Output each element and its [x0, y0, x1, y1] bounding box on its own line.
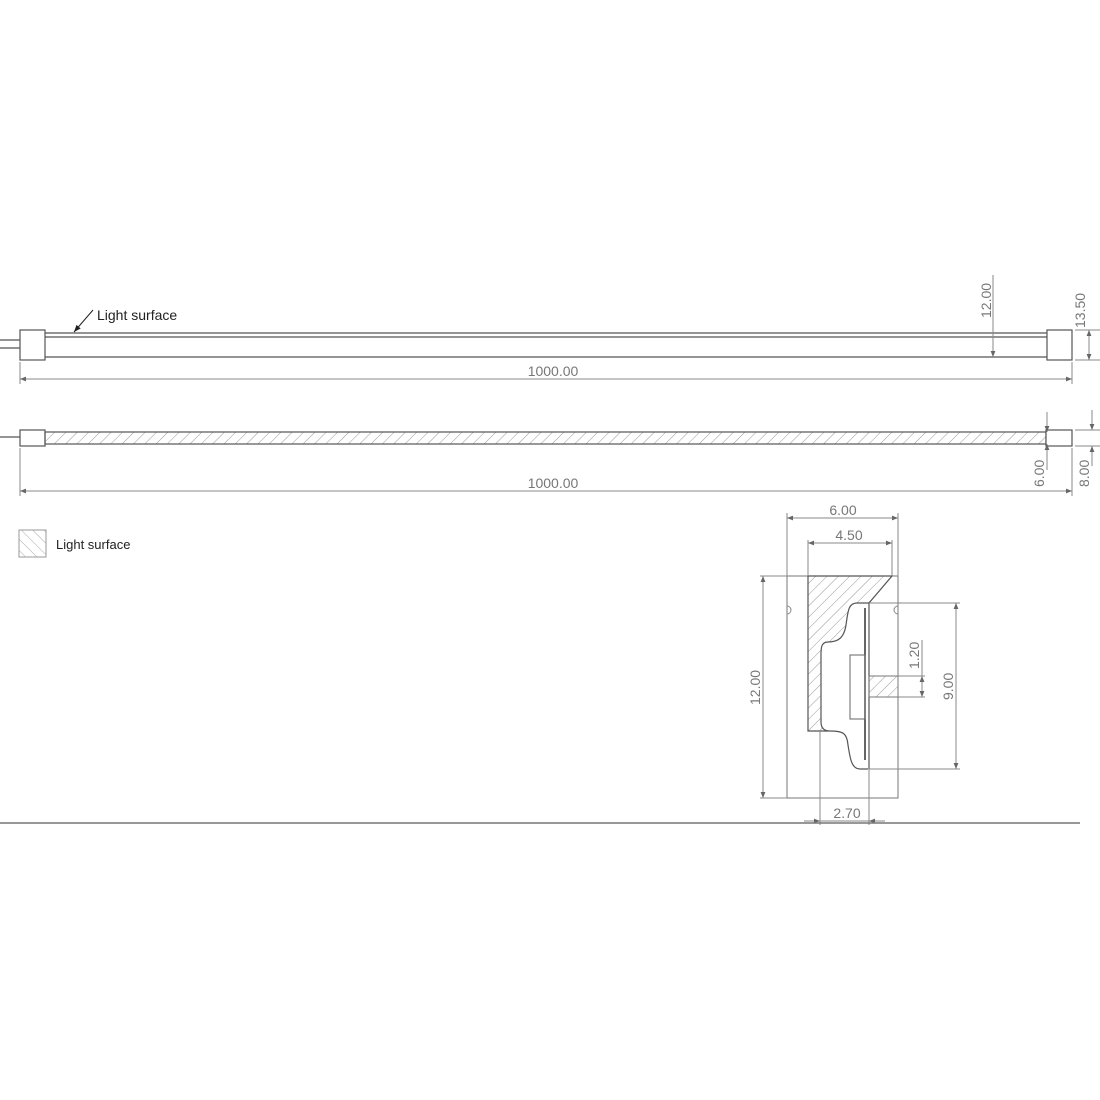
- led-thickness-dimension: 1.20: [906, 642, 922, 669]
- diffuser-profile: [807, 575, 894, 732]
- endcap-height-dimension: 13.50: [1072, 293, 1088, 328]
- light-surface-annotation: Light surface: [97, 307, 177, 323]
- total-height-dimension: 12.00: [747, 670, 763, 705]
- left-endcap: [19, 329, 46, 361]
- base-width-dimension: 2.70: [833, 805, 860, 821]
- left-endcap: [19, 429, 46, 447]
- led-chip: [849, 654, 866, 720]
- legend: Light surface: [18, 529, 130, 558]
- right-endcap: [1045, 429, 1073, 447]
- side-view: 1000.00 6.00 8.00: [0, 410, 1100, 496]
- legend-label: Light surface: [56, 537, 130, 552]
- height-dimension: 12.00: [978, 283, 994, 318]
- right-endcap: [1046, 329, 1073, 361]
- length-dimension: 1000.00: [528, 363, 579, 379]
- height-dimension: 6.00: [1031, 460, 1047, 487]
- cross-section: 6.00 4.50 12.00 9.00 1.20 2.70: [747, 502, 960, 825]
- led-component: [868, 675, 899, 698]
- total-width-dimension: 6.00: [829, 502, 856, 518]
- length-dimension: 1000.00: [528, 475, 579, 491]
- pcb-height-dimension: 9.00: [940, 673, 956, 700]
- light-surface-hatched-strip: [44, 431, 1047, 445]
- endcap-height-dimension: 8.00: [1076, 460, 1092, 487]
- top-view: Light surface 1000.00 12.00 13.50: [0, 275, 1100, 384]
- inner-width-dimension: 4.50: [835, 527, 862, 543]
- hatch-swatch: [18, 529, 47, 558]
